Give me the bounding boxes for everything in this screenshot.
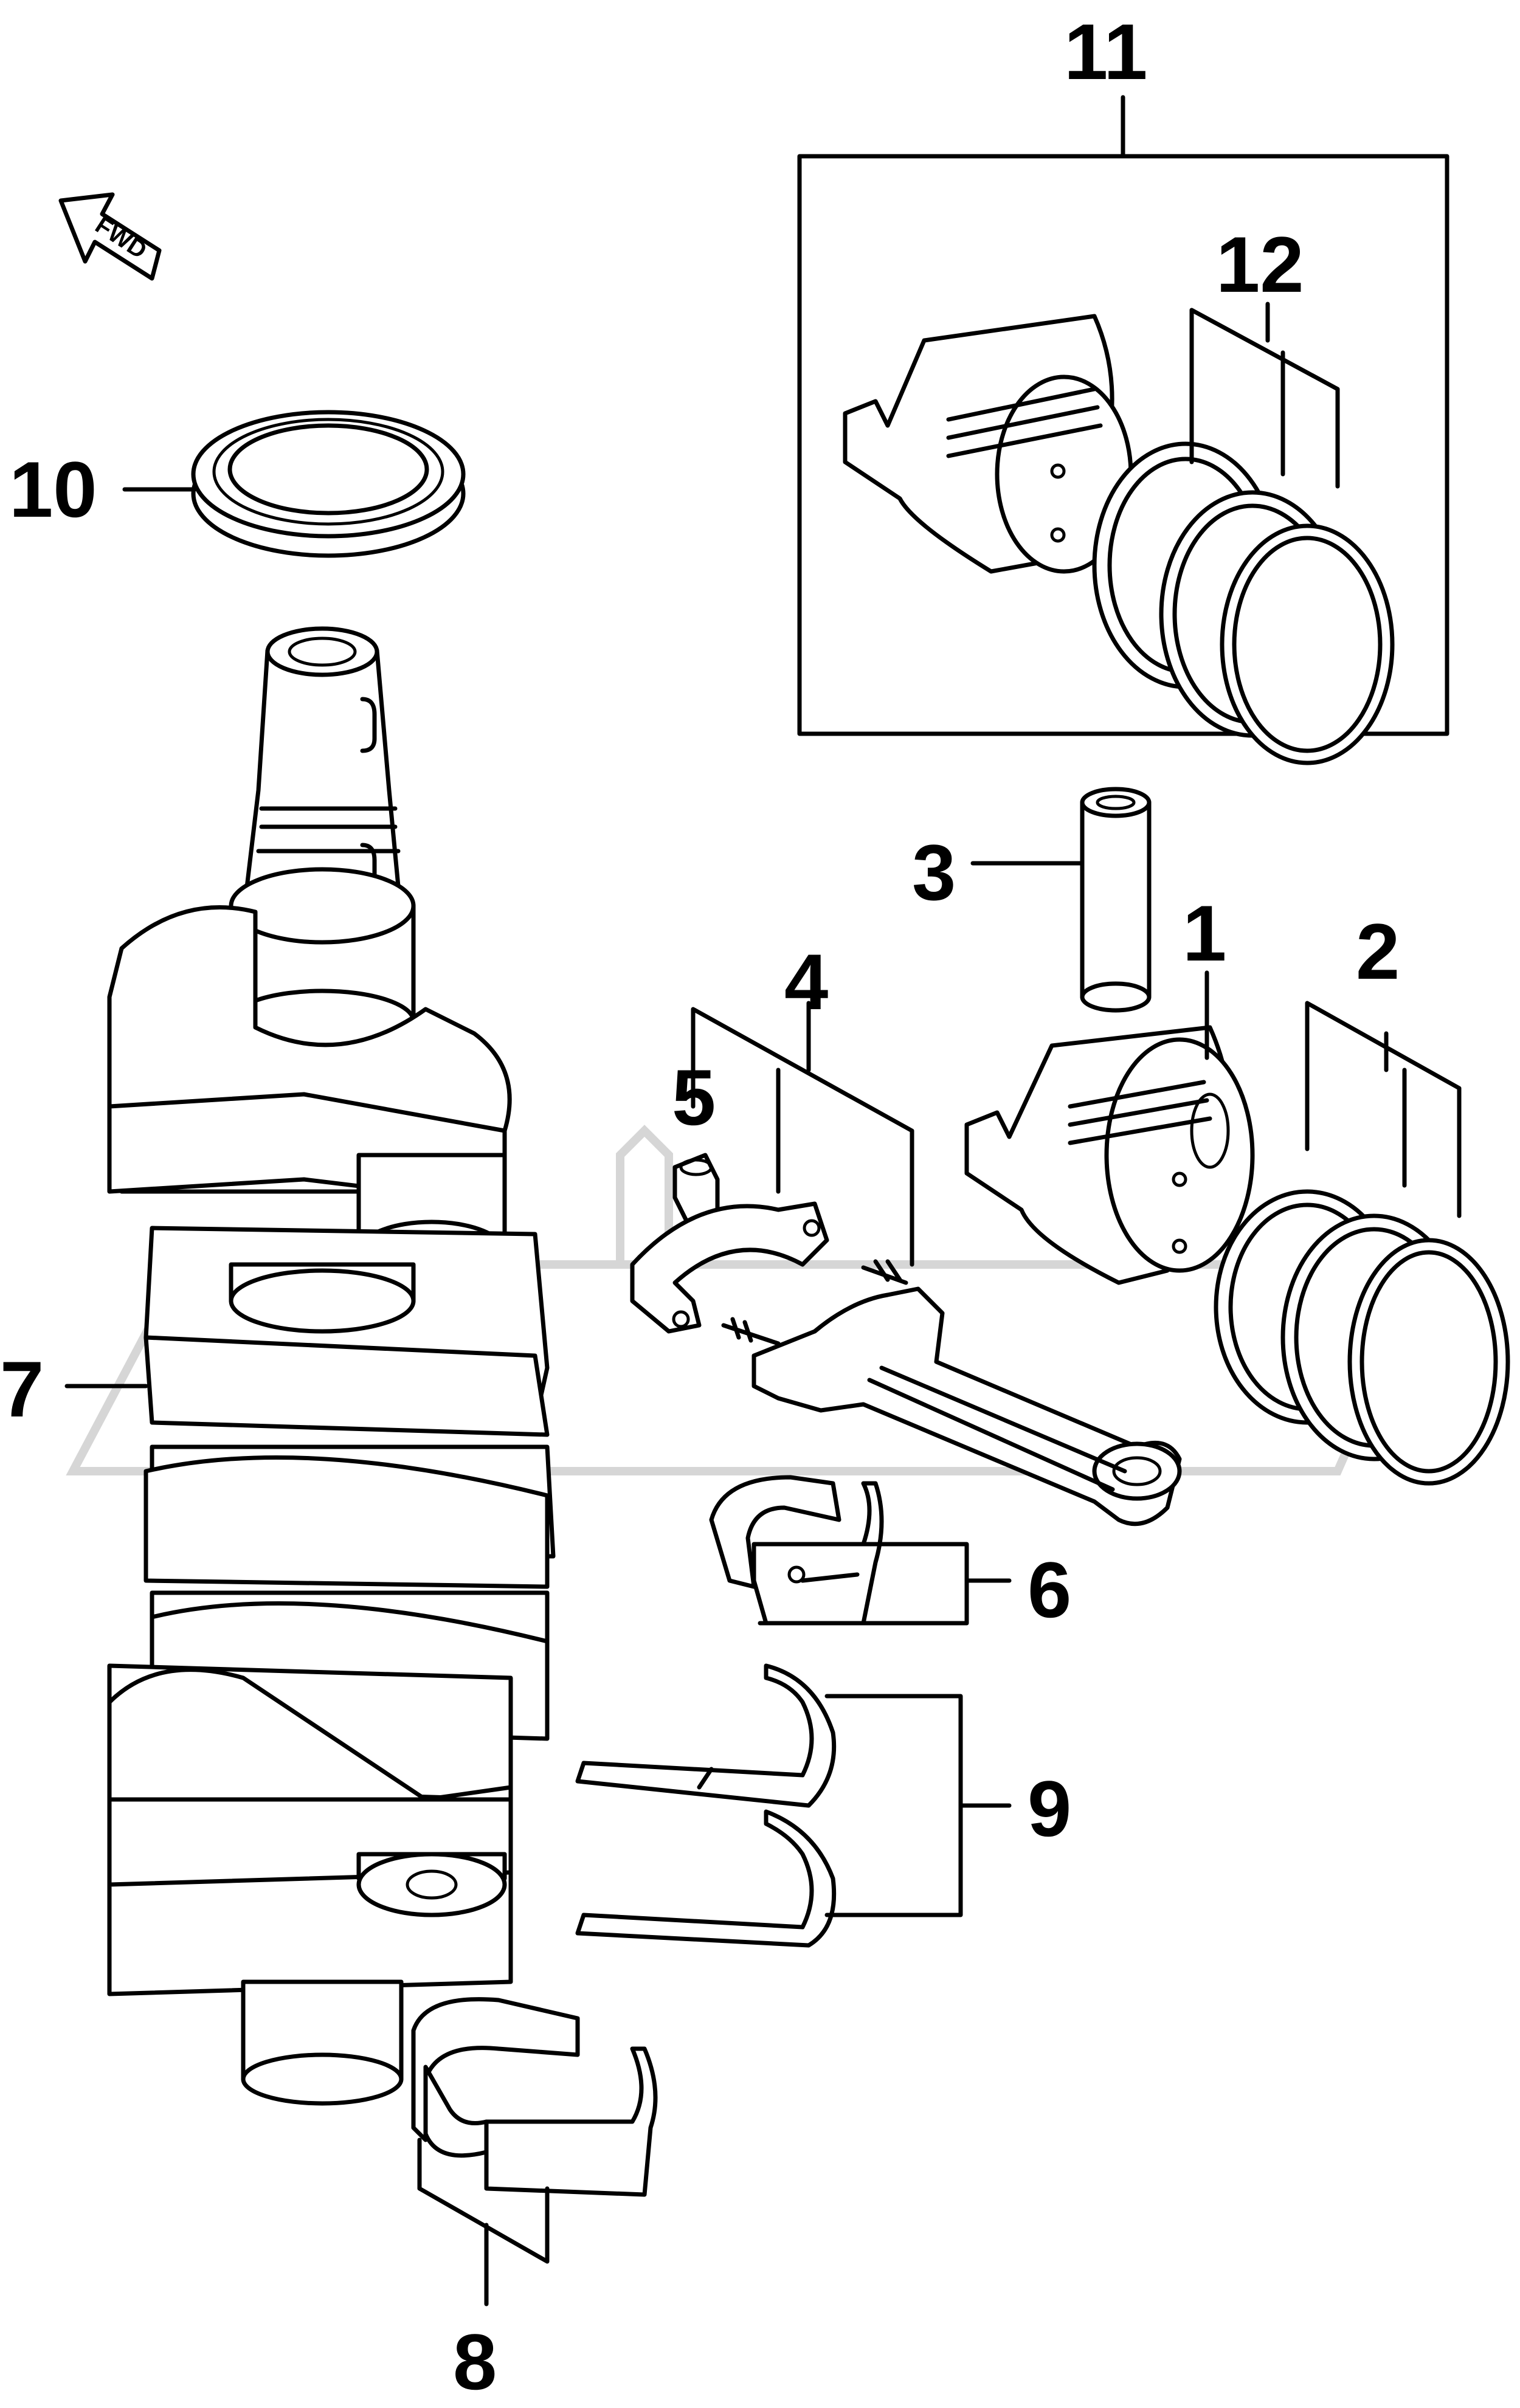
piston-part <box>964 1025 1255 1285</box>
piston-ring-part <box>1214 1189 1510 1486</box>
callout-8: 8 <box>453 2317 497 2406</box>
piston-in-box-part <box>843 314 1133 574</box>
callout-12: 12 <box>1216 220 1304 309</box>
piston-pin-part <box>1080 787 1152 1013</box>
callout-labels: 1 2 3 4 5 6 7 8 9 10 11 12 <box>0 7 1400 2406</box>
callout-10: 10 <box>9 445 97 534</box>
callout-7: 7 <box>0 1345 44 1433</box>
rod-bearing-part <box>709 1475 884 1626</box>
fwd-arrow-icon: FWD <box>58 192 162 281</box>
callout-9: 9 <box>1028 1764 1071 1853</box>
main-bearing-part <box>411 1997 658 2197</box>
leader-lines <box>64 95 1462 2306</box>
piston-ring-set-part <box>1092 441 1395 765</box>
oil-seal-part <box>191 410 466 558</box>
callout-1: 1 <box>1183 889 1226 978</box>
crankshaft-part <box>107 626 556 2106</box>
connecting-rod-part <box>630 1201 1182 1527</box>
callout-5: 5 <box>672 1053 716 1142</box>
callout-6: 6 <box>1028 1545 1071 1634</box>
thrust-washer-part <box>575 1663 837 1948</box>
callout-2: 2 <box>1356 907 1400 996</box>
callout-3: 3 <box>912 828 956 917</box>
callout-4: 4 <box>784 937 828 1026</box>
callout-11: 11 <box>1064 7 1147 96</box>
